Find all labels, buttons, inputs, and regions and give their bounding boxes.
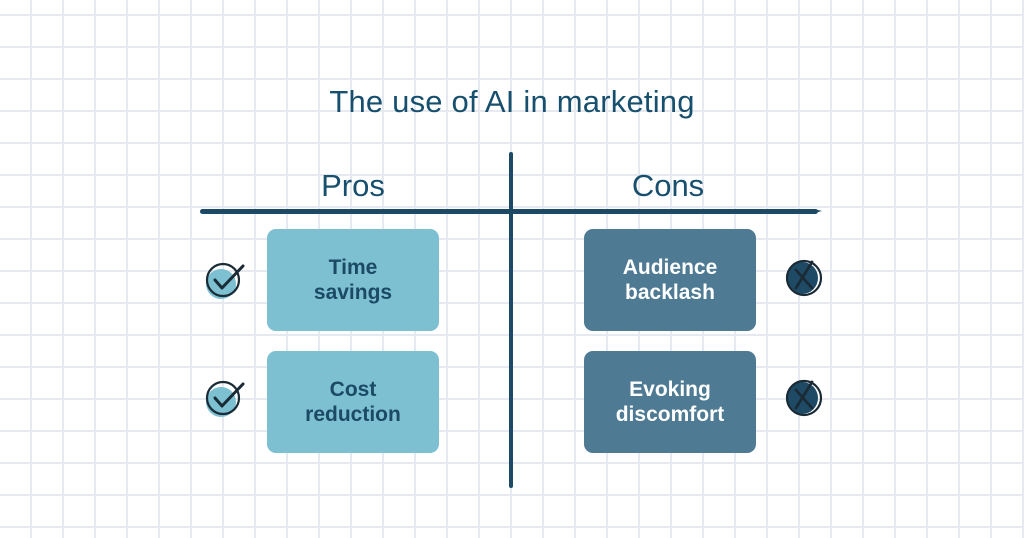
page-title: The use of AI in marketing: [329, 84, 695, 119]
con-card-line: Evoking: [629, 378, 711, 401]
check-icon: [201, 258, 249, 306]
pro-card-line: savings: [313, 281, 393, 304]
pro-card-time-savings: Time savings: [267, 229, 439, 331]
cross-icon: [780, 254, 828, 302]
vertical-divider: [509, 152, 513, 488]
horizontal-divider-arrow: [814, 209, 822, 213]
con-card-line: backlash: [625, 281, 715, 304]
con-card-evoking-discomfort: Evoking discomfort: [584, 351, 756, 453]
cross-icon: [780, 374, 828, 422]
pro-card-line: reduction: [305, 403, 401, 426]
check-icon: [201, 376, 249, 424]
con-card-audience-backlash: Audience backlash: [584, 229, 756, 331]
con-card-line: discomfort: [615, 403, 725, 426]
pros-heading: Pros: [321, 168, 385, 203]
con-card-line: Audience: [622, 256, 718, 279]
pro-card-line: Time: [328, 256, 378, 279]
pro-card-line: Cost: [329, 378, 377, 401]
cons-heading: Cons: [631, 168, 705, 203]
pro-card-cost-reduction: Cost reduction: [267, 351, 439, 453]
